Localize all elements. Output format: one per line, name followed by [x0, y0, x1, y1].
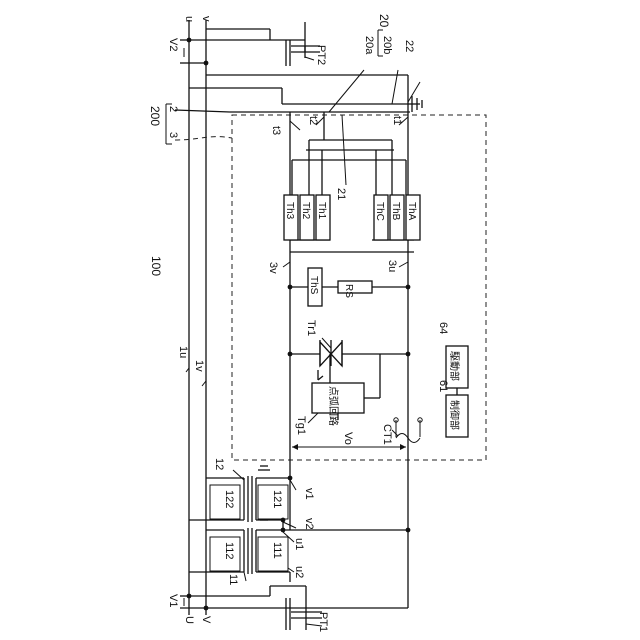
label-20: 20: [377, 14, 391, 28]
label-20b: 20b: [381, 36, 393, 54]
label-th3: Th3: [284, 202, 295, 220]
label-3u: 3u: [386, 260, 398, 272]
label-v1: v1: [303, 488, 315, 500]
label-12: 12: [213, 458, 225, 470]
label-t3: t3: [270, 126, 282, 135]
label-drive-unit: 駆動部: [448, 351, 461, 381]
label-11: 11: [227, 574, 239, 585]
label-u2: u2: [293, 566, 305, 578]
busbar-lines: [189, 20, 206, 615]
pt2-section: [180, 22, 320, 66]
label-64: 64: [437, 322, 449, 334]
label-111: 111: [271, 542, 283, 559]
label-arc-circuit: 点弧回路: [327, 386, 340, 426]
label-tg1: Tg1: [295, 416, 307, 435]
label-1u: 1u: [177, 346, 189, 358]
label-tr1: Tr1: [305, 320, 317, 336]
label-20a: 20a: [363, 36, 375, 55]
label-u-bottom: U: [183, 616, 195, 624]
label-2: 2: [167, 106, 179, 112]
label-pt1: PT1: [317, 612, 329, 632]
label-pt2: PT2: [315, 45, 327, 65]
vo-dimension: [292, 444, 406, 450]
label-ct1: CT1: [381, 424, 393, 445]
label-3: 3: [167, 132, 179, 138]
label-200: 200: [148, 106, 162, 126]
label-thc: ThC: [374, 202, 385, 221]
label-control-unit: 制御部: [448, 400, 461, 430]
label-v-top: v: [200, 16, 212, 22]
label-thb: ThB: [390, 202, 401, 221]
label-v2: V2: [167, 38, 179, 51]
label-121: 121: [271, 490, 283, 508]
label-vo: Vo: [342, 432, 354, 445]
label-v1-source: V1: [167, 594, 179, 607]
label-21: 21: [335, 188, 347, 200]
label-u-top: u: [183, 16, 195, 22]
label-22: 22: [403, 40, 415, 52]
label-3v: 3v: [267, 262, 279, 274]
label-t1: t1: [391, 116, 403, 125]
label-th1: Th1: [316, 202, 327, 220]
label-61: 61: [437, 380, 449, 392]
label-122: 122: [223, 490, 235, 508]
label-112: 112: [223, 542, 235, 560]
text-labels: u v V2 PT2 20 20a 20b 22 200 2 3 t3 t2 t…: [148, 14, 461, 632]
label-100: 100: [149, 256, 163, 276]
label-th2: Th2: [300, 202, 311, 220]
label-rs: RS: [343, 284, 354, 298]
label-v-bottom: V: [200, 616, 212, 624]
electrode-section: [175, 70, 422, 112]
label-t2: t2: [307, 116, 319, 125]
label-v2-terminal: v2: [303, 518, 315, 530]
label-ths: ThS: [308, 276, 319, 295]
label-u1: u1: [293, 538, 305, 550]
label-tha: ThA: [406, 202, 417, 221]
label-1v: 1v: [193, 360, 205, 372]
